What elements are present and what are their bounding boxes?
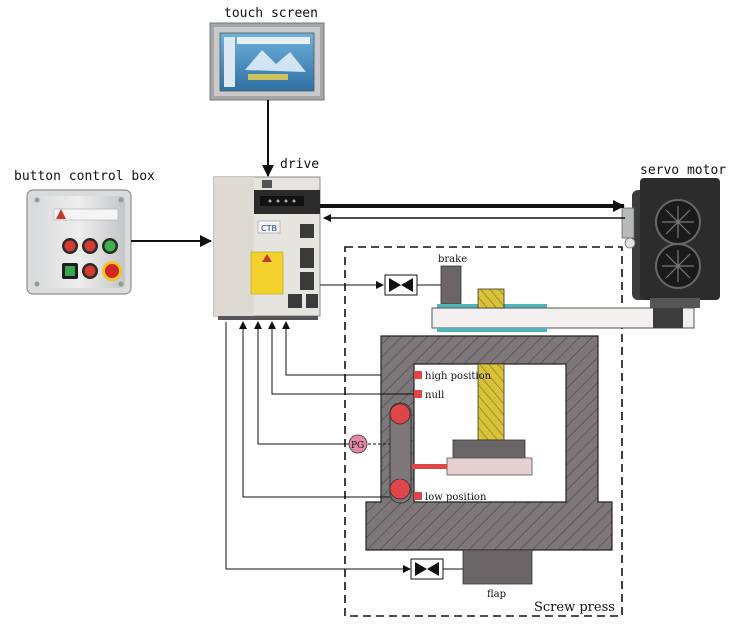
slider-head xyxy=(452,439,526,459)
touch-screen-device xyxy=(209,22,325,101)
pg-to-drive-line xyxy=(254,321,349,445)
button-control-box-device xyxy=(26,189,132,295)
servo-motor-label: servo motor xyxy=(640,163,726,178)
null-label: null xyxy=(425,390,444,401)
motor-pulley xyxy=(653,308,683,328)
screw-shaft xyxy=(477,363,505,441)
encoder-pulley-top xyxy=(389,403,411,425)
flap-label: flap xyxy=(487,589,506,600)
drive-label: drive xyxy=(280,157,319,172)
slider-block xyxy=(446,457,533,476)
null-to-drive-line xyxy=(268,321,414,395)
low-position-sensor xyxy=(414,492,422,500)
touch-screen-label: touch screen xyxy=(224,6,318,21)
drive-to-flap-valve-line xyxy=(225,322,411,573)
button-control-box-label: button control box xyxy=(14,169,155,184)
flywheel-belt-bar xyxy=(431,307,695,329)
drive-device: CTB xyxy=(213,176,321,320)
high-position-sensor xyxy=(414,371,422,379)
encoder-pulley-bottom xyxy=(389,478,411,500)
low-position-to-drive-line xyxy=(239,321,390,498)
high-position-to-drive-line xyxy=(282,321,381,376)
encoder-belt xyxy=(389,402,412,504)
servo-motor-device xyxy=(621,178,720,308)
drive-brand-text: CTB xyxy=(261,224,277,233)
screw-press-label: Screw press xyxy=(534,600,615,615)
flap-block xyxy=(462,549,533,585)
slider-rod xyxy=(410,464,447,469)
brake-label: brake xyxy=(438,254,467,265)
table-lower-strip xyxy=(437,328,547,332)
flap-valve-icon xyxy=(410,558,444,580)
null-sensor xyxy=(414,390,422,398)
pg-label: PG xyxy=(351,441,364,451)
screw-press-boundary xyxy=(344,246,623,617)
press-frame xyxy=(365,335,613,551)
brake-block xyxy=(440,265,462,305)
brake-valve-icon xyxy=(384,274,418,296)
high-position-label: high position xyxy=(425,371,492,382)
low-position-label: low position xyxy=(425,492,487,503)
screw-top xyxy=(477,288,505,309)
